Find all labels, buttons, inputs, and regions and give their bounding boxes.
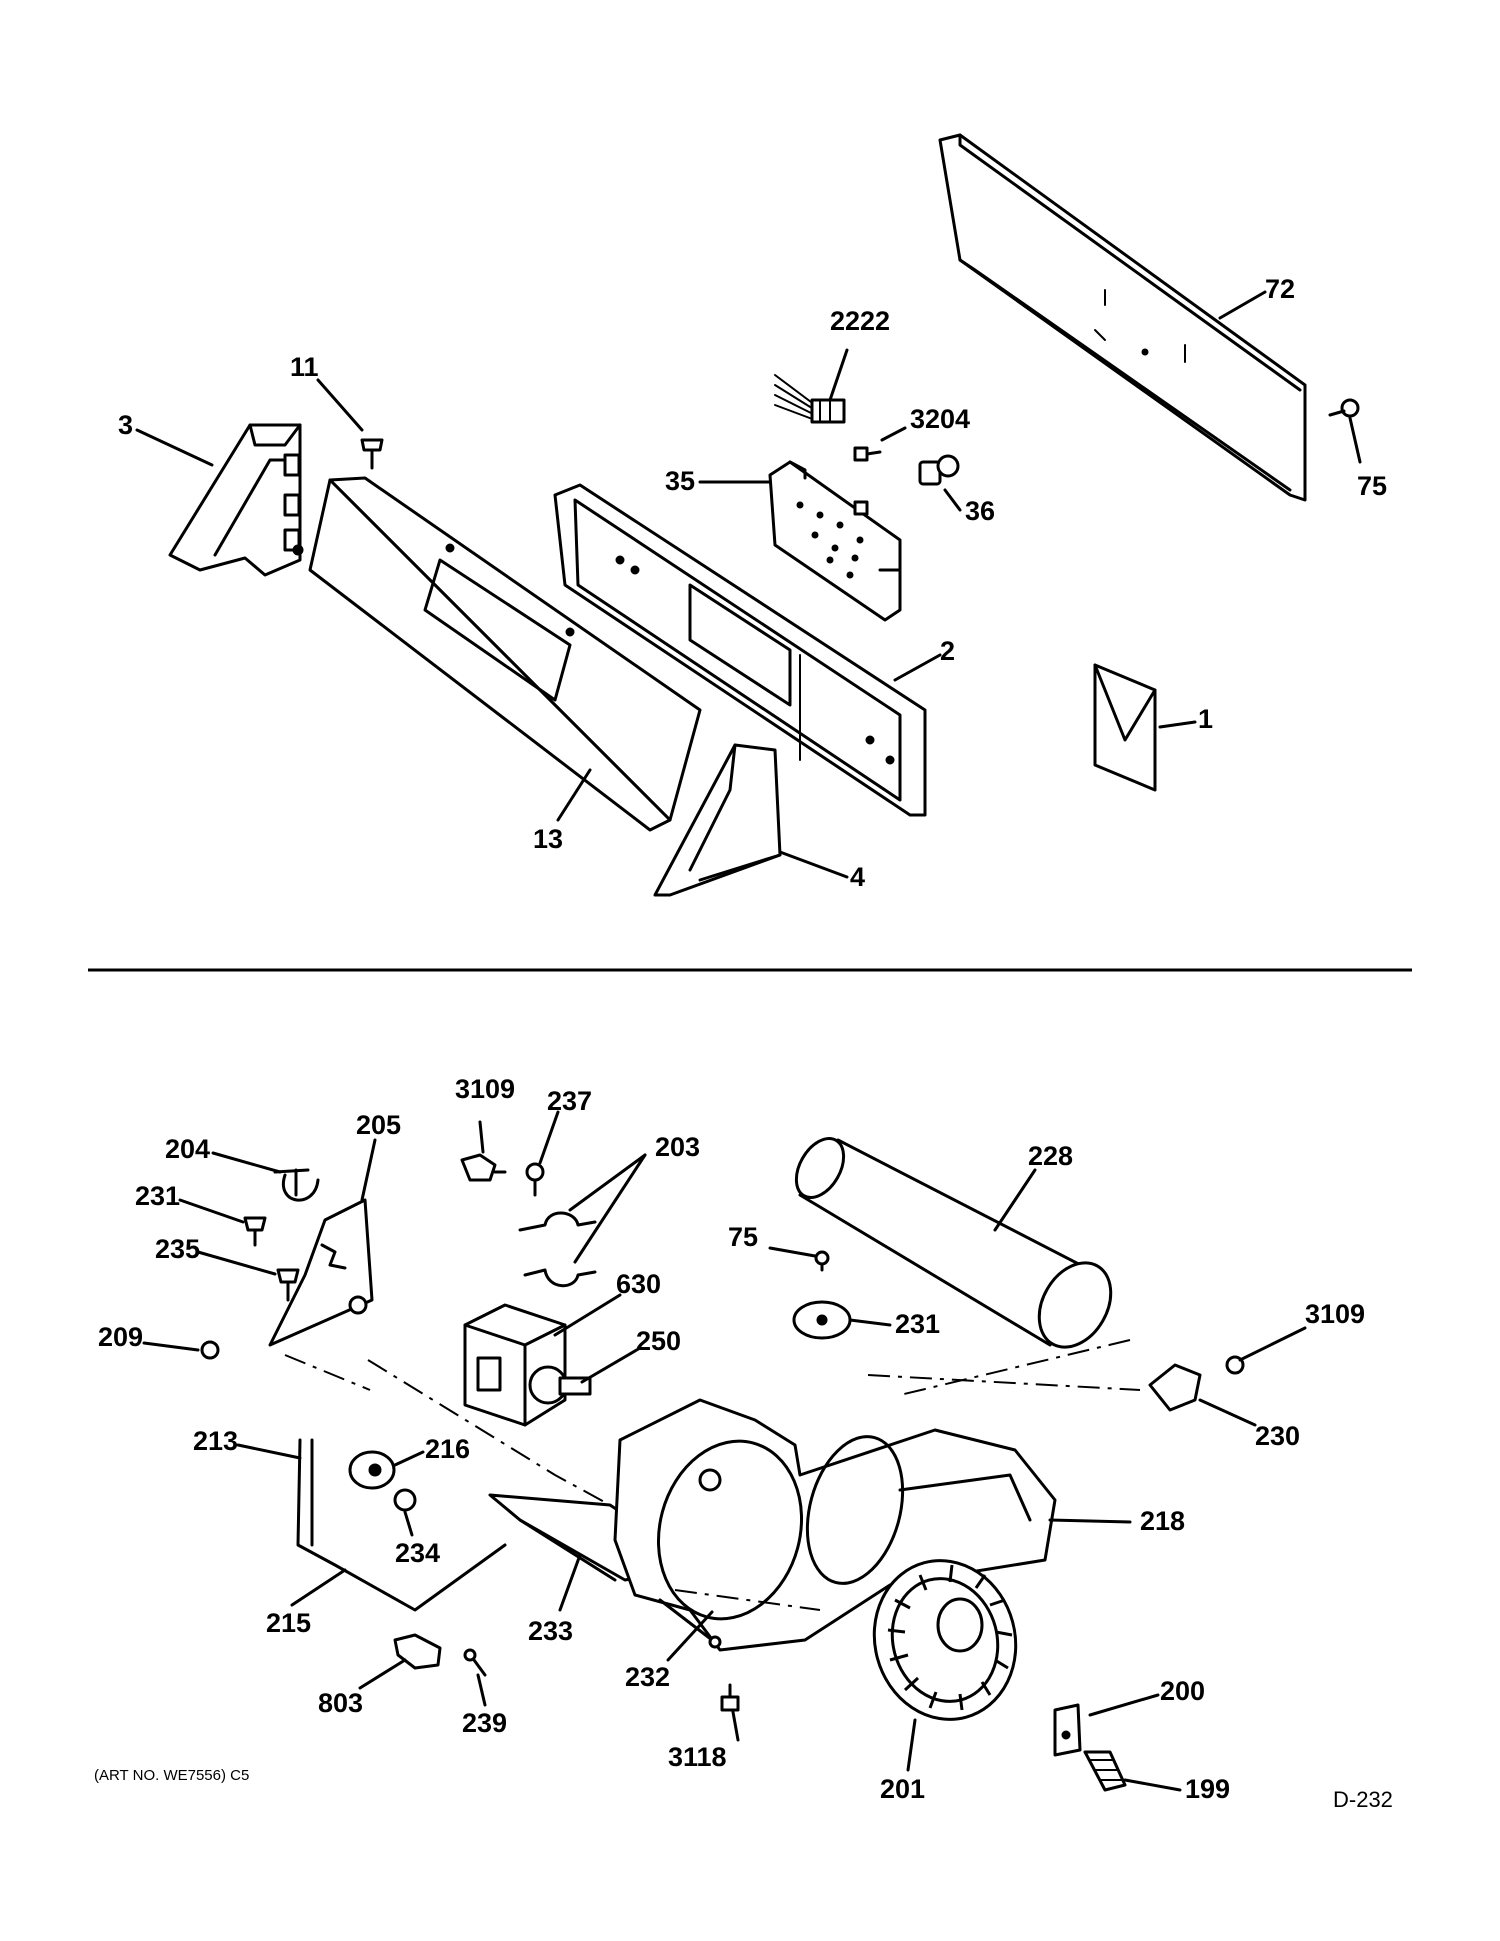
callout-36: 36 <box>965 496 995 526</box>
part-rod-232-end <box>708 1635 722 1649</box>
callout-232: 232 <box>625 1662 670 1692</box>
part-switch-216 <box>348 1450 396 1490</box>
part-bracket-200 <box>1053 1703 1082 1757</box>
callout-75-bottom: 75 <box>728 1222 758 1252</box>
part-left-end-cap <box>168 423 304 577</box>
part-wire-harness <box>774 374 846 424</box>
callout-2222: 2222 <box>830 306 890 336</box>
part-knob-36 <box>918 454 960 486</box>
bottom-leader-lines <box>142 1110 1307 1792</box>
callout-213: 213 <box>193 1426 238 1456</box>
drawing-code: D-232 <box>1333 1787 1393 1812</box>
part-wiring-envelope <box>1093 663 1157 792</box>
callout-234: 234 <box>395 1538 440 1568</box>
callout-75: 75 <box>1357 471 1387 501</box>
part-nut-234 <box>393 1488 417 1512</box>
part-screw-75-bottom <box>814 1250 830 1272</box>
part-bracket-230 <box>1148 1363 1202 1412</box>
part-thermostat-231 <box>792 1300 852 1340</box>
part-screw-75-top <box>1328 398 1360 418</box>
callout-3: 3 <box>118 410 133 440</box>
callout-203: 203 <box>655 1132 700 1162</box>
callout-3109-top: 3109 <box>455 1074 515 1104</box>
part-rod-215 <box>296 1438 507 1612</box>
part-blower-wheel <box>872 1559 1018 1721</box>
callout-204: 204 <box>165 1134 210 1164</box>
part-motor <box>463 1303 568 1427</box>
callout-4: 4 <box>850 862 865 892</box>
callout-228: 228 <box>1028 1141 1073 1171</box>
callout-199: 199 <box>1185 1774 1230 1804</box>
part-screw-239 <box>463 1648 487 1677</box>
callout-231-left: 231 <box>135 1181 180 1211</box>
part-clip-204 <box>273 1168 320 1202</box>
callout-3118: 3118 <box>668 1742 727 1772</box>
callout-3204: 3204 <box>910 404 970 434</box>
callout-218: 218 <box>1140 1506 1185 1536</box>
callout-803: 803 <box>318 1688 363 1718</box>
callout-233: 233 <box>528 1616 573 1646</box>
callout-630: 630 <box>616 1269 661 1299</box>
part-screw-231-left <box>243 1216 267 1247</box>
part-clamp-203-lower <box>523 1268 597 1288</box>
callout-2: 2 <box>940 636 955 666</box>
alignment-lines <box>284 1339 1141 1611</box>
callout-237: 237 <box>547 1086 592 1116</box>
part-rod-232 <box>658 1598 714 1642</box>
part-backsplash-frame <box>553 483 927 817</box>
callout-250: 250 <box>636 1326 681 1356</box>
callout-230: 230 <box>1255 1421 1300 1451</box>
callout-200: 200 <box>1160 1676 1205 1706</box>
part-exhaust-duct <box>794 1137 1113 1349</box>
part-screw-11 <box>360 438 384 470</box>
part-control-panel-front <box>308 476 702 832</box>
part-nut-209 <box>200 1340 220 1360</box>
callout-209: 209 <box>98 1322 143 1352</box>
art-number: (ART NO. WE7556) C5 <box>94 1767 249 1784</box>
callout-239: 239 <box>462 1708 507 1738</box>
callout-35: 35 <box>665 466 695 496</box>
callout-205: 205 <box>356 1110 401 1140</box>
part-screw-235 <box>276 1268 300 1302</box>
part-clamp-203-upper <box>518 1211 597 1232</box>
callout-3109-right: 3109 <box>1305 1299 1365 1329</box>
part-screw-3118 <box>720 1683 740 1712</box>
part-screw-237 <box>525 1162 545 1197</box>
callout-13: 13 <box>533 824 563 854</box>
callout-216: 216 <box>425 1434 470 1464</box>
part-motor-bracket <box>268 1198 374 1347</box>
callout-1: 1 <box>1198 704 1213 734</box>
part-connector-3109-top <box>460 1153 507 1182</box>
part-rear-cover-panel <box>938 133 1307 502</box>
part-screw-199 <box>1083 1750 1127 1792</box>
callout-215: 215 <box>266 1608 311 1638</box>
callout-201: 201 <box>880 1774 925 1804</box>
callout-72: 72 <box>1265 274 1295 304</box>
callout-11: 11 <box>290 352 319 382</box>
part-control-board <box>768 460 902 622</box>
callout-231-middle: 231 <box>895 1309 940 1339</box>
top-leader-lines <box>135 290 1362 879</box>
callout-235: 235 <box>155 1234 200 1264</box>
part-right-end-cap <box>653 743 782 897</box>
part-screw-3204 <box>853 446 882 462</box>
